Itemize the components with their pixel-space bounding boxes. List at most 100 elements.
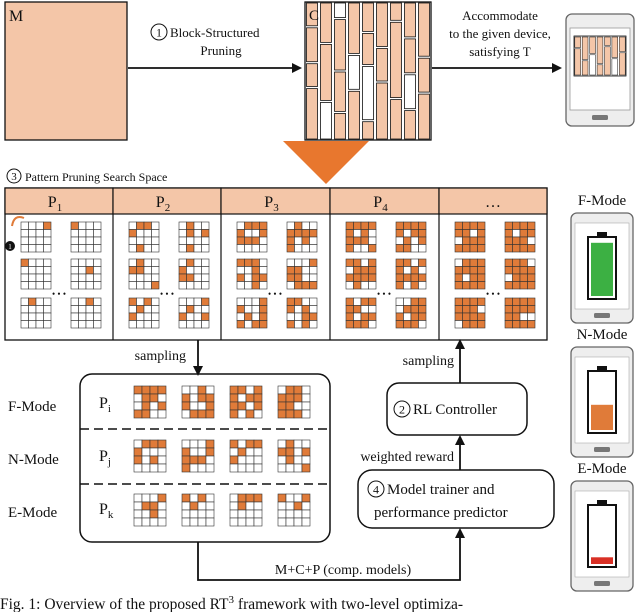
kernel-pattern bbox=[70, 258, 102, 290]
kernel-pattern bbox=[454, 221, 486, 253]
pruned-weight bbox=[301, 297, 310, 306]
pruned-weight bbox=[395, 236, 404, 245]
pruned-weight bbox=[189, 439, 199, 449]
pruned-weight bbox=[133, 439, 143, 449]
kept-weight bbox=[403, 320, 412, 329]
kept-weight bbox=[477, 297, 486, 306]
pruned-weight bbox=[301, 393, 311, 403]
kept-weight bbox=[504, 281, 513, 290]
pruned-weight bbox=[360, 305, 369, 314]
pruned-weight bbox=[93, 305, 102, 314]
pruned-weight bbox=[43, 258, 52, 267]
weight-block bbox=[362, 121, 374, 140]
pruned-weight bbox=[93, 236, 102, 245]
pruned-weight bbox=[133, 393, 143, 403]
pruned-weight bbox=[286, 258, 295, 267]
pruned-weight bbox=[20, 273, 29, 282]
kept-weight bbox=[512, 221, 521, 230]
kept-weight bbox=[368, 297, 377, 306]
pruned-weight bbox=[133, 517, 143, 527]
weight-block bbox=[418, 2, 430, 57]
kept-weight bbox=[454, 229, 463, 238]
kept-weight bbox=[229, 439, 239, 449]
pruned-weight bbox=[151, 266, 160, 275]
pruned-weight bbox=[20, 320, 29, 329]
pruned-weight bbox=[141, 455, 151, 465]
kept-weight bbox=[360, 266, 369, 275]
pruned-weight bbox=[395, 305, 404, 314]
pruned-weight bbox=[151, 297, 160, 306]
kept-weight bbox=[301, 229, 310, 238]
pruned-weight bbox=[259, 281, 268, 290]
battery-level bbox=[591, 404, 613, 430]
kept-weight bbox=[294, 281, 303, 290]
kept-weight bbox=[512, 258, 521, 267]
weight-block bbox=[306, 27, 318, 63]
kept-weight bbox=[186, 273, 195, 282]
kept-weight bbox=[345, 305, 354, 314]
pruned-weight bbox=[128, 273, 137, 282]
weight-block bbox=[320, 102, 332, 140]
pruned-weight bbox=[189, 493, 199, 503]
pruned-weight bbox=[368, 281, 377, 290]
mini-block bbox=[596, 36, 604, 64]
kept-weight bbox=[285, 393, 295, 403]
pruned-weight bbox=[178, 221, 187, 230]
kept-weight bbox=[504, 305, 513, 314]
kept-weight bbox=[469, 244, 478, 253]
pruned-weight bbox=[43, 266, 52, 275]
pruned-weight bbox=[149, 493, 159, 503]
pruned-weight bbox=[157, 517, 167, 527]
kept-weight bbox=[477, 320, 486, 329]
pruned-weight bbox=[35, 244, 44, 253]
pruned-weight bbox=[141, 509, 151, 519]
pruned-weight bbox=[28, 305, 37, 314]
kept-weight bbox=[141, 501, 151, 511]
device-mode-label: N-Mode bbox=[577, 327, 628, 343]
selected-pattern bbox=[229, 493, 263, 527]
kept-weight bbox=[286, 305, 295, 314]
pruned-weight bbox=[28, 236, 37, 245]
search-space-patterns: • • •• • •• • •• • •• • • bbox=[20, 221, 536, 329]
ellipsis-dots: • • • bbox=[268, 289, 282, 299]
pruned-weight bbox=[85, 312, 94, 321]
device-mode-label: E-Mode bbox=[577, 461, 626, 477]
kept-weight bbox=[410, 229, 419, 238]
pruned-weight bbox=[128, 236, 137, 245]
pruned-weight bbox=[157, 509, 167, 519]
pruned-weight bbox=[285, 463, 295, 473]
kept-weight bbox=[462, 221, 471, 230]
kept-weight bbox=[186, 229, 195, 238]
kept-weight bbox=[395, 266, 404, 275]
pruned-weight bbox=[527, 312, 536, 321]
pruned-weight bbox=[28, 258, 37, 267]
pruned-weight bbox=[197, 401, 207, 411]
pruned-weight bbox=[205, 509, 215, 519]
pruned-weight bbox=[205, 463, 215, 473]
pruned-weight bbox=[237, 409, 247, 419]
selected-pattern bbox=[133, 439, 167, 473]
mini-block bbox=[596, 64, 604, 76]
kept-weight bbox=[477, 312, 486, 321]
pruned-weight bbox=[133, 401, 143, 411]
kept-weight bbox=[345, 236, 354, 245]
pruned-weight bbox=[193, 312, 202, 321]
device-f-mode: F-Mode bbox=[570, 193, 634, 324]
pruned-weight bbox=[245, 509, 255, 519]
kept-weight bbox=[527, 244, 536, 253]
pruned-weight bbox=[157, 393, 167, 403]
trainer-line2: performance predictor bbox=[374, 505, 508, 521]
battery-outline bbox=[587, 504, 617, 568]
kept-weight bbox=[157, 385, 167, 395]
kernel-pattern bbox=[286, 258, 318, 290]
weight-block bbox=[362, 66, 374, 121]
kept-weight bbox=[251, 221, 260, 230]
kernel-pattern bbox=[395, 297, 427, 329]
pruned-weight bbox=[294, 244, 303, 253]
pruned-weight bbox=[245, 455, 255, 465]
marker-curve bbox=[11, 216, 25, 227]
pattern-label-i: Pi bbox=[99, 395, 111, 415]
pruned-weight bbox=[20, 312, 29, 321]
kept-weight bbox=[229, 401, 239, 411]
kept-weight bbox=[245, 393, 255, 403]
